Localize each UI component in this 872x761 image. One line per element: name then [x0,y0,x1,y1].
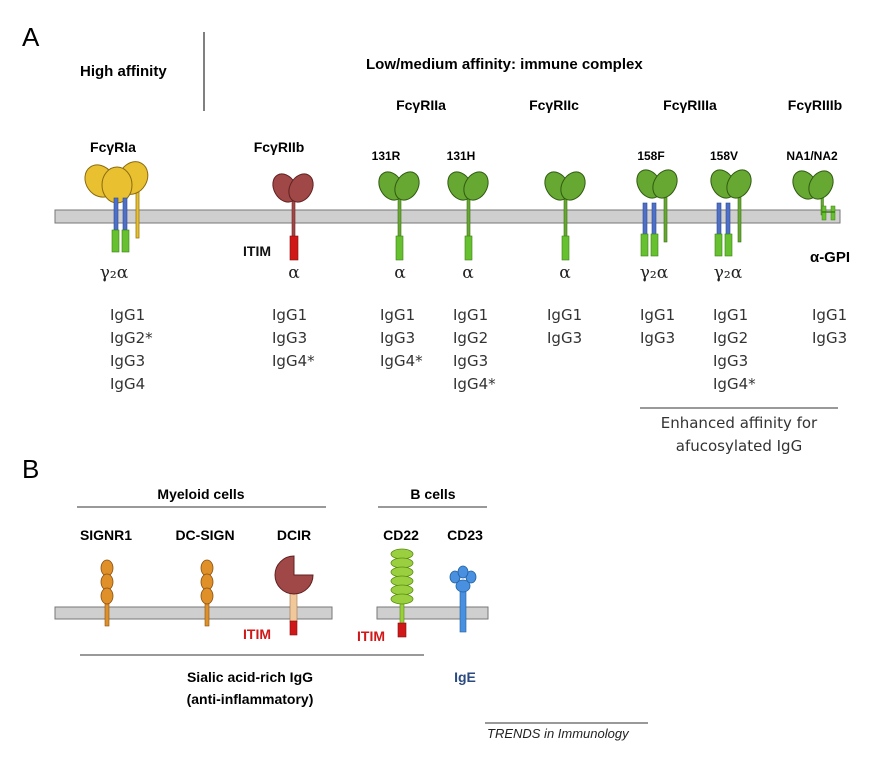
igg-item: IgG1 [453,306,488,324]
fcgr1a-receptor-icon [84,161,149,253]
fcgr3a-158f-igg-list: IgG1 IgG3 [640,306,675,347]
fcgr3b-receptor-icon [792,170,836,221]
dcir-name: DCIR [277,527,311,543]
igg-item: IgG3 [640,329,675,347]
signr1-name: SIGNR1 [80,527,132,543]
signr1-lectin-icon [100,559,114,627]
fcgr3a-158v-receptor-icon [710,169,752,257]
fcgr2b-chain: α [288,263,300,283]
igg-item: IgG2 [453,329,488,347]
footer-journal: TRENDS in Immunology [487,726,630,741]
membrane-b-myeloid [54,606,333,620]
b-cells-header: B cells [410,486,455,502]
cd22-receptor-icon [390,548,414,638]
fcgr3b-chain: α-GPI [810,249,850,266]
fcgr2c-receptor-icon [544,171,586,261]
igg-item: IgG1 [812,306,847,324]
fcgr1a-name: FcγRIa [90,139,136,155]
dcir-itim-label: ITIM [243,626,271,642]
igg-item: IgG3 [380,329,415,347]
cd23-name: CD23 [447,527,483,543]
igg-item: IgG4* [713,375,756,393]
enhanced-affinity-line1: Enhanced affinity for [661,414,818,432]
igg-item: IgG3 [713,352,748,370]
igg-item: IgG4* [380,352,423,370]
fcgr3a-variant-158v: 158V [710,149,738,163]
fcgr3a-variant-158f: 158F [637,149,664,163]
igg-item: IgG4 [110,375,145,393]
sialic-note-line2: (anti-inflammatory) [187,691,314,707]
igg-item: IgG3 [110,352,145,370]
igg-item: IgG2* [110,329,153,347]
cd22-name: CD22 [383,527,419,543]
dcsign-lectin-icon [200,559,214,627]
fcgr2b-receptor-icon [272,173,314,261]
fcgr2a-131h-receptor-icon [447,171,489,261]
cd23-receptor-icon [449,565,477,633]
igg-item: IgG3 [547,329,582,347]
fcgr2a-variant-131r: 131R [372,149,401,163]
sialic-note-line1: Sialic acid-rich IgG [187,669,313,685]
ige-label: IgE [454,669,476,685]
fcgr1a-chain: γ₂α [100,263,129,283]
igg-item: IgG3 [272,329,307,347]
fcgr2a-131r-receptor-icon [378,171,420,261]
dcir-receptor-icon [274,555,314,636]
fcgr2a-variant-131h: 131H [447,149,476,163]
high-affinity-label: High affinity [80,63,167,80]
low-affinity-label: Low/medium affinity: immune complex [366,56,643,73]
igg-item: IgG2 [713,329,748,347]
fcgr3b-igg-list: IgG1 IgG3 [812,306,847,347]
igg-item: IgG3 [812,329,847,347]
dcsign-name: DC-SIGN [175,527,234,543]
fcgr3a-158f-receptor-icon [636,169,678,257]
fcgr3a-name: FcγRIIIa [663,97,717,113]
igg-item: IgG1 [640,306,675,324]
fcgr2b-igg-list: IgG1 IgG3 IgG4* [272,306,315,370]
fcgr2b-name: FcγRIIb [254,139,305,155]
igg-item: IgG1 [713,306,748,324]
fcgr2c-igg-list: IgG1 IgG3 [547,306,582,347]
fcgr2b-itim-label: ITIM [243,243,271,259]
igg-item: IgG1 [110,306,145,324]
cd22-itim-label: ITIM [357,628,385,644]
fcgr3a-158v-chain: γ₂α [714,263,743,283]
fcgr2a-131h-igg-list: IgG1 IgG2 IgG3 IgG4* [453,306,496,393]
igg-item: IgG1 [272,306,307,324]
igg-item: IgG1 [547,306,582,324]
fcgr2c-name: FcγRIIc [529,97,579,113]
fcgr3a-158v-igg-list: IgG1 IgG2 IgG3 IgG4* [713,306,756,393]
myeloid-cells-header: Myeloid cells [157,486,244,502]
membrane-a [54,209,841,224]
membrane-b-bcells [376,606,489,620]
fcgr2a-131h-chain: α [462,263,474,283]
fcgr2a-131r-chain: α [394,263,406,283]
fcgr3b-name: FcγRIIIb [788,97,842,113]
fcgr3b-variant-na1na2: NA1/NA2 [786,149,838,163]
igg-item: IgG1 [380,306,415,324]
fcgr2a-131r-igg-list: IgG1 IgG3 IgG4* [380,306,423,370]
fcgr3a-158f-chain: γ₂α [640,263,669,283]
panel-b-letter: B [22,454,39,484]
fcgr1a-igg-list: IgG1 IgG2* IgG3 IgG4 [110,306,153,393]
fcgr2c-chain: α [559,263,571,283]
enhanced-affinity-line2: afucosylated IgG [676,437,802,455]
igg-item: IgG3 [453,352,488,370]
fcgr2a-name: FcγRIIa [396,97,446,113]
igg-item: IgG4* [453,375,496,393]
panel-a-letter: A [22,22,40,52]
igg-item: IgG4* [272,352,315,370]
